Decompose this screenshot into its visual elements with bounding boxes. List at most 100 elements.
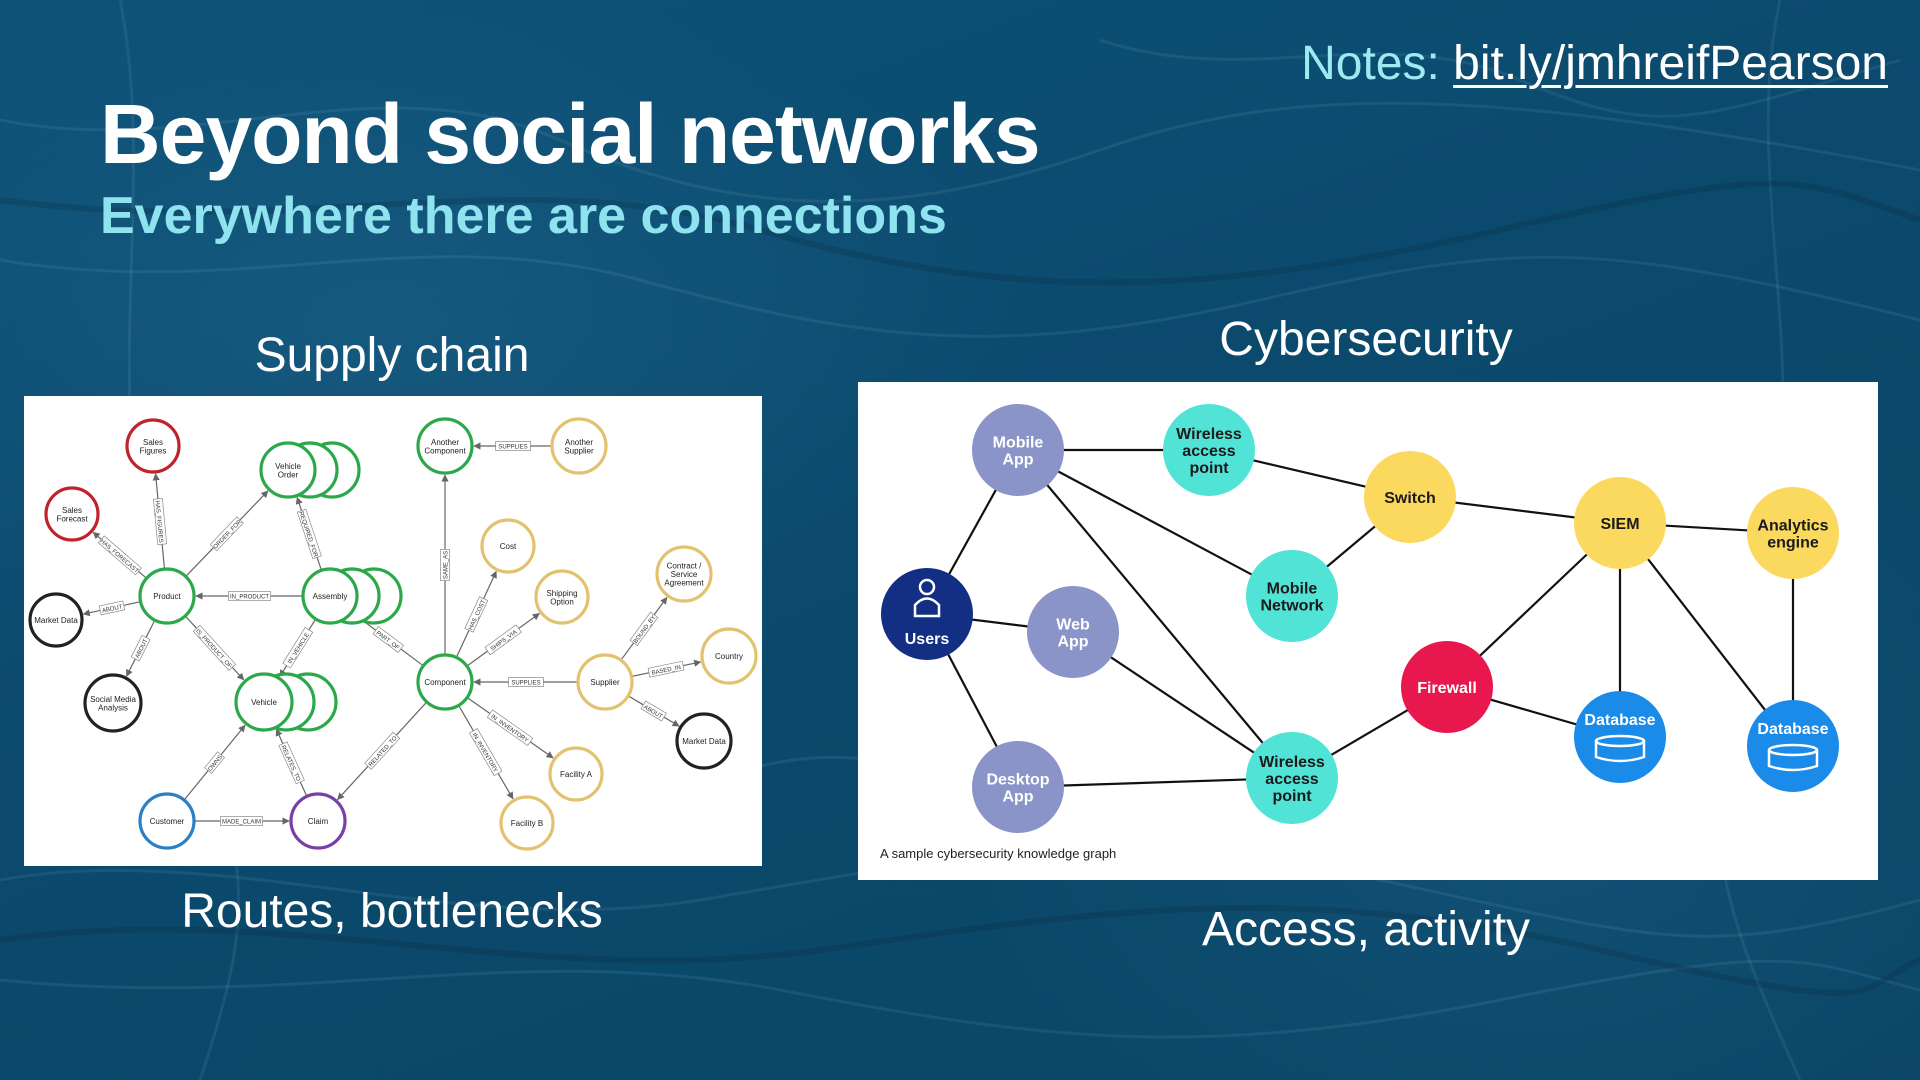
supply-edge-product-vehicle-order: ORDER_FOR <box>185 490 269 577</box>
supply-edge-product-sales-figures: HAS_FIGURES <box>152 473 168 570</box>
supply-edge-assembly-vehicle-order: REQUIRED_FOR <box>295 496 323 571</box>
supply-edge-assembly-vehicle: IN_VEHICLE <box>279 618 317 678</box>
supply-edge-customer-claim: MADE_CLAIM <box>194 816 290 826</box>
supply-edge-label: SUPPLIES <box>498 445 527 451</box>
supply-node-facility-a: Facility A <box>548 746 604 802</box>
cybersecurity-heading: Cybersecurity <box>1219 313 1513 366</box>
supply-node-cost: Cost <box>480 518 536 574</box>
supply-edge-label: ABOUT <box>102 604 124 614</box>
cyber-node-label: Users <box>905 631 950 648</box>
supply-node-customer: Customer <box>138 792 196 850</box>
cyber-node-siem: SIEM <box>1574 477 1666 569</box>
cyber-node-label: Database <box>1584 712 1655 729</box>
supply-edge-supplier-country: BASED_IN <box>631 659 702 678</box>
supply-edge-label: SAME_AS <box>444 551 450 579</box>
cyber-node-switch: Switch <box>1364 451 1456 543</box>
supply-node-label: Vehicle <box>251 698 277 707</box>
supply-edge-component-claim: RELATED_TO <box>337 701 428 801</box>
user-icon <box>913 578 941 618</box>
cyber-edge-mobile-app-mobile-network <box>1017 449 1293 597</box>
supply-node-label: Market Data <box>682 737 726 746</box>
supply-edge-label: MADE_CLAIM <box>222 820 261 826</box>
supply-edge-label: IN_PRODUCT <box>230 595 269 601</box>
slide-subtitle: Everywhere there are connections <box>100 187 947 245</box>
supply-edge-assembly-product: IN_PRODUCT <box>195 591 303 601</box>
supply-node-country: Country <box>700 627 758 685</box>
cyber-node-firewall: Firewall <box>1401 641 1493 733</box>
supply-edge-label: HAS_FORECAST <box>99 538 140 574</box>
supply-node-label: Customer <box>150 817 185 826</box>
supply-edge-product-vehicle: IS_PRODUCT_OF <box>184 615 245 681</box>
supply-node-label: Market Data <box>34 616 78 625</box>
cyber-edge-siem-database-2 <box>1619 522 1794 747</box>
notes-prefix: Notes: <box>1301 37 1454 90</box>
cyber-node-label: Database <box>1757 721 1828 738</box>
supply-edge-another-supplier-another-component: SUPPLIES <box>473 441 552 451</box>
database-icon <box>1594 734 1646 763</box>
supply-edge-claim-vehicle: RELATES_TO <box>275 728 308 797</box>
supply-node-assembly: Assembly <box>301 567 403 625</box>
supply-edge-label: IN_INVENTORY <box>471 732 498 773</box>
supply-edge-label: IN_INVENTORY <box>489 714 529 744</box>
supply-chain-caption: Routes, bottlenecks <box>181 885 603 938</box>
cyber-node-database-1: Database <box>1574 691 1666 783</box>
supply-edge-product-sales-forecast: HAS_FORECAST <box>92 531 147 579</box>
supply-node-supplier: Supplier <box>576 653 634 711</box>
supply-node-label: Component <box>424 678 466 687</box>
supply-node-claim: Claim <box>289 792 347 850</box>
cyber-node-label: Switch <box>1384 490 1436 507</box>
cyber-node-users: Users <box>881 568 973 660</box>
supply-edge-label: RELATED_TO <box>368 735 399 768</box>
supply-edge-supplier-contract: BOUND_BY <box>620 596 668 661</box>
supply-node-facility-b: Facility B <box>499 795 555 851</box>
supply-edge-supplier-market-data-right: ABOUT <box>627 695 680 727</box>
supply-edges: HAS_FIGURESHAS_FORECASTABOUTABOUTORDER_F… <box>82 441 702 826</box>
supply-edge-label: SUPPLIES <box>511 681 540 687</box>
cyber-panel-caption: A sample cybersecurity knowledge graph <box>880 846 1116 861</box>
supply-chain-heading: Supply chain <box>254 329 530 382</box>
supply-node-market-data-left: Market Data <box>28 592 84 648</box>
supply-node-component: Component <box>416 653 474 711</box>
supply-node-label: Product <box>153 592 181 601</box>
supply-edge-label: BASED_IN <box>651 665 681 677</box>
cyber-node-label: Firewall <box>1417 680 1477 697</box>
supply-node-label: Supplier <box>590 678 620 687</box>
notes-link[interactable]: bit.ly/jmhreifPearson <box>1453 37 1888 90</box>
supply-edge-product-social-media: ABOUT <box>125 619 156 677</box>
notes-line: Notes: bit.ly/jmhreifPearson <box>1301 36 1888 91</box>
slide-title: Beyond social networks <box>100 87 1041 181</box>
cyber-node-label: SIEM <box>1600 516 1639 533</box>
supply-node-market-data-right: Market Data <box>675 712 733 770</box>
supply-node-label: Country <box>715 652 743 661</box>
supply-node-vehicle: Vehicle <box>234 672 338 732</box>
